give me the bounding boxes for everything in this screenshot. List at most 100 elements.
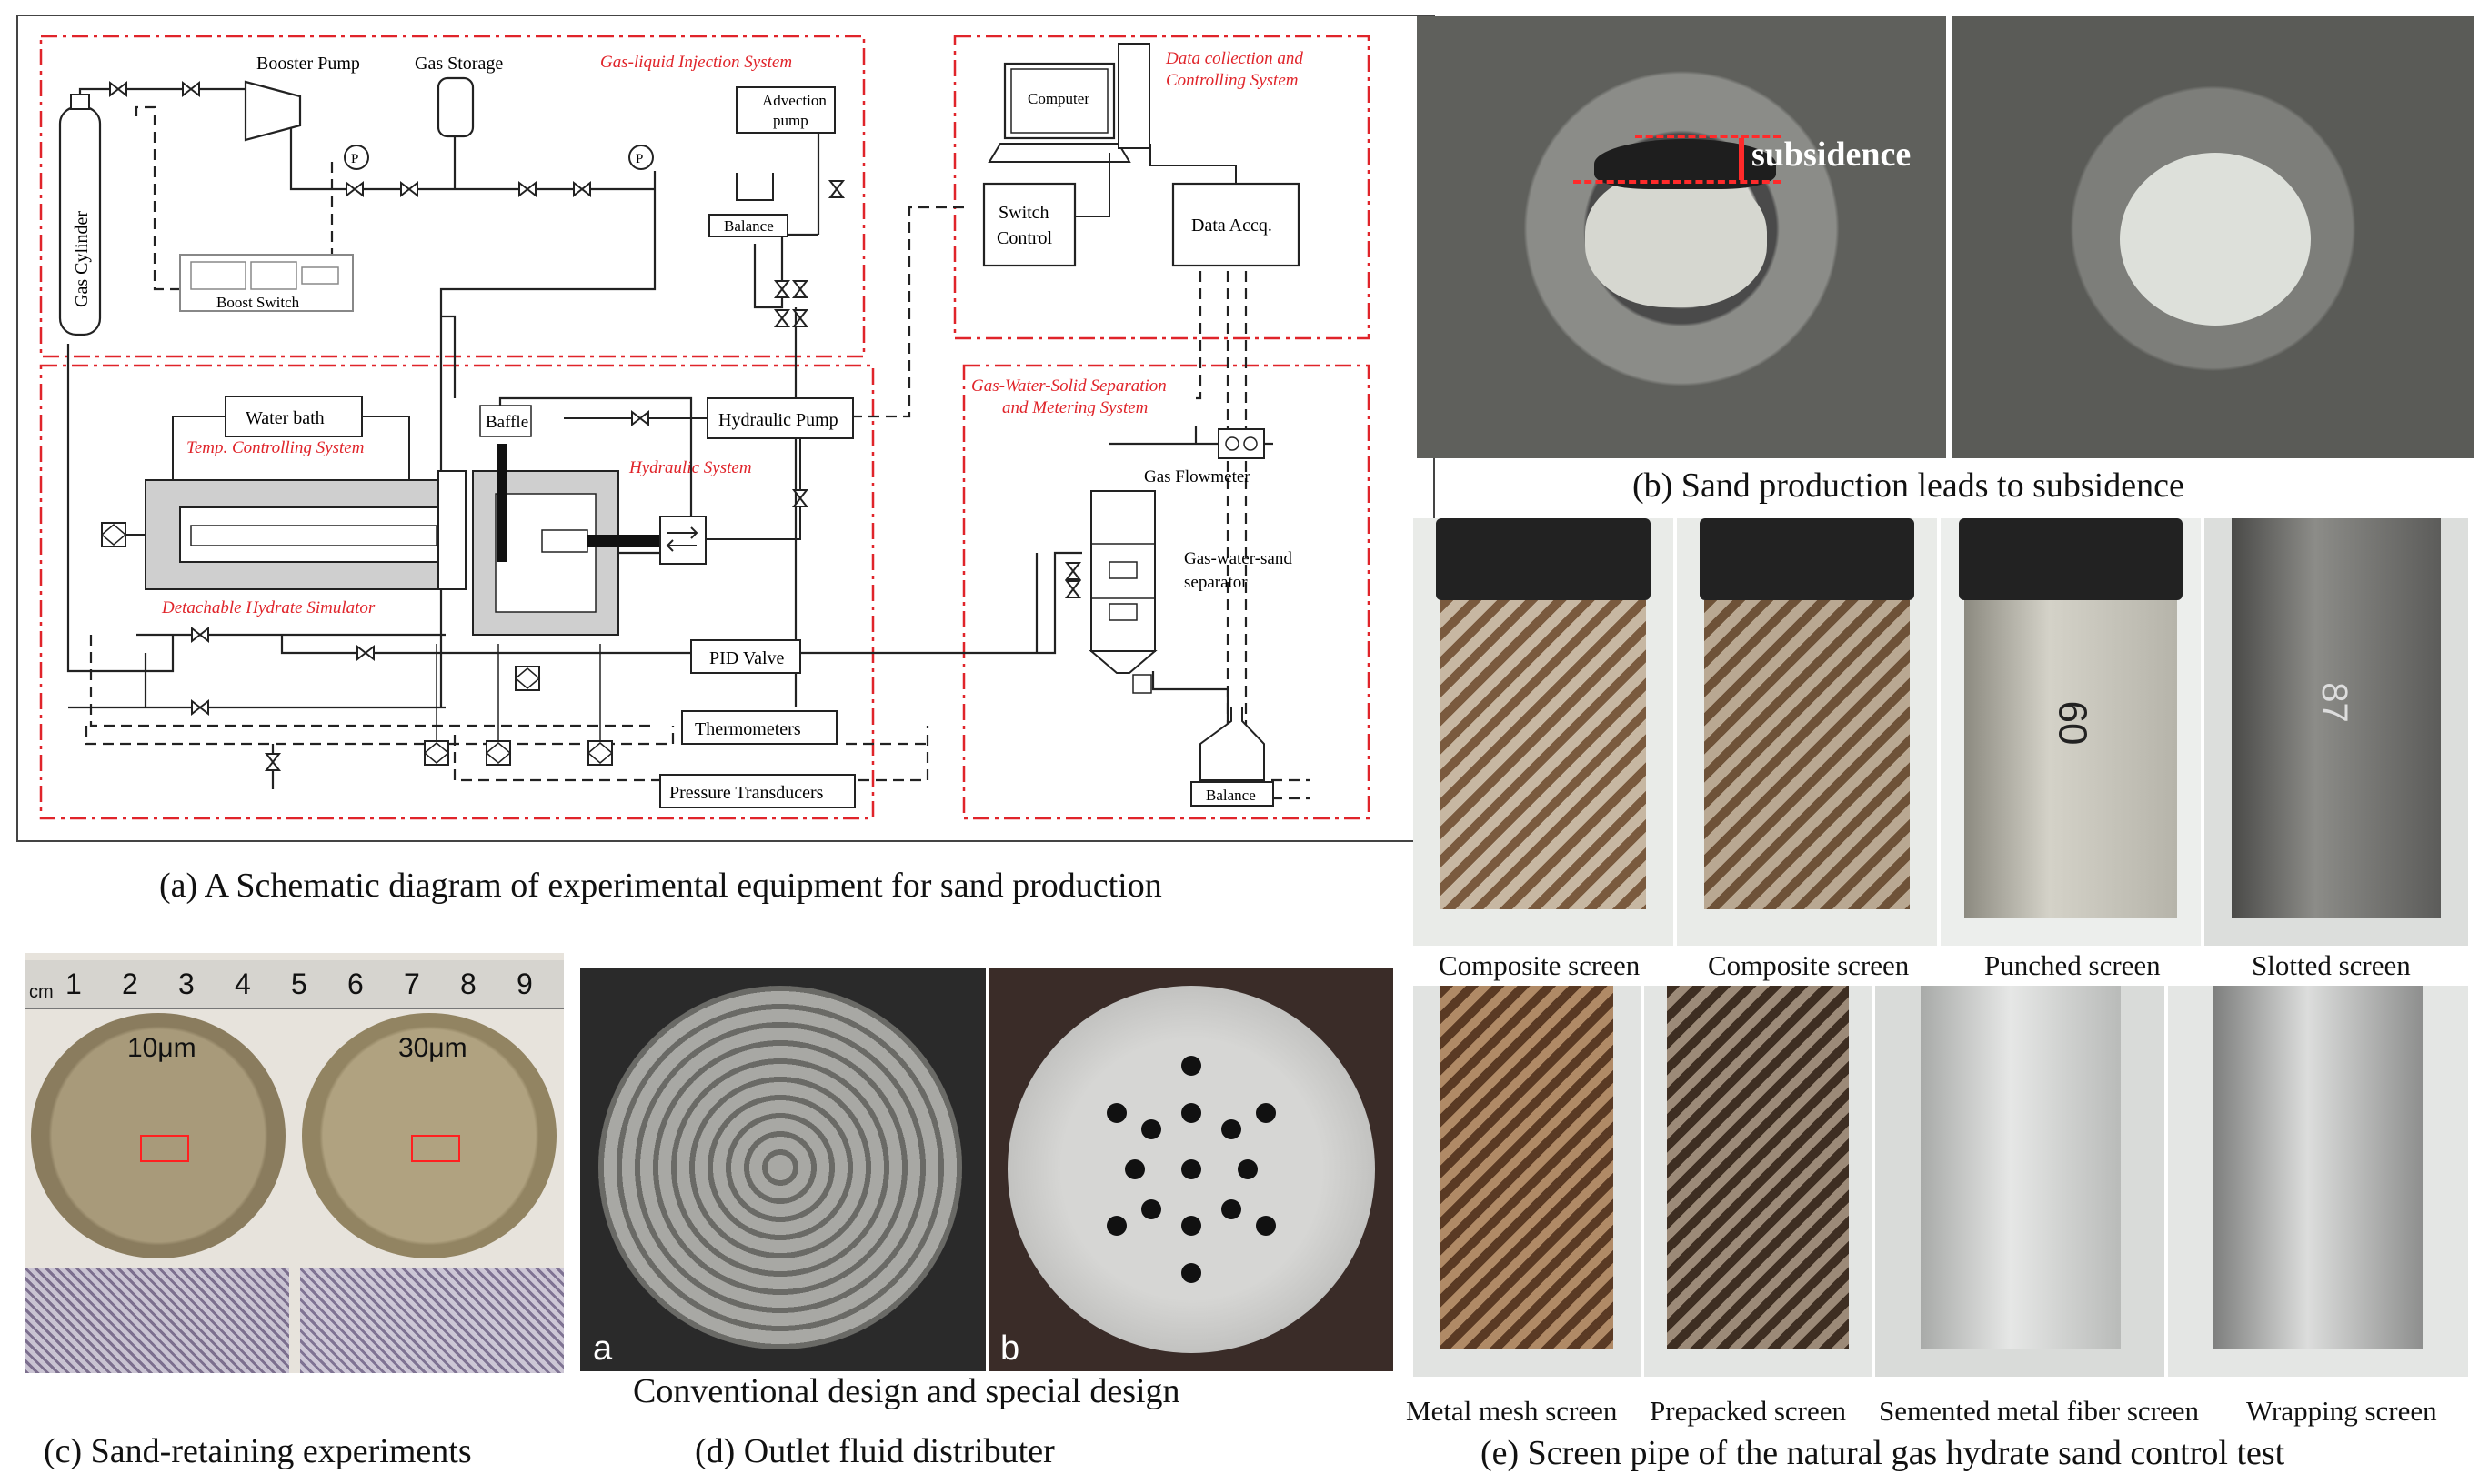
- label-wrapping-screen: Wrapping screen: [2246, 1395, 2437, 1427]
- ruler-tick: 3: [178, 968, 195, 1000]
- balance-2: [1190, 781, 1274, 807]
- panel-b-caption: (b) Sand production leads to subsidence: [1632, 466, 2184, 505]
- separator-label-2: separator: [1184, 573, 1248, 592]
- pipe-semented-fiber: [1875, 986, 2164, 1377]
- advection-pump-label-2: pump: [773, 112, 808, 129]
- subsidence-line-bottom: [1573, 180, 1781, 184]
- gas-storage-label: Gas Storage: [415, 54, 503, 74]
- booster-pump-label: Booster Pump: [256, 54, 360, 74]
- gas-flowmeter-label: Gas Flowmeter: [1144, 467, 1250, 486]
- distributer-conventional: a: [580, 968, 986, 1371]
- advection-pump-label-1: Advection: [762, 92, 827, 109]
- micro-right: [300, 1268, 564, 1373]
- subsidence-line-top: [1635, 135, 1781, 138]
- zoom-box-right: [411, 1135, 460, 1162]
- data-acq-box: [1171, 182, 1300, 267]
- label-semented-fiber-screen: Semented metal fiber screen: [1879, 1395, 2200, 1427]
- baffle-label-box: [479, 405, 532, 437]
- switch-control-box: [982, 182, 1077, 267]
- temp-system-label: Temp. Controlling System: [186, 438, 364, 457]
- sand-retaining-photo: cm 1 2 3 4 5 6 7 8 9 10μm 30μm: [25, 953, 564, 1373]
- pipe-composite-1: [1413, 518, 1673, 946]
- injection-system-label: Gas-liquid Injection System: [600, 53, 792, 72]
- svg-text:P: P: [351, 152, 358, 166]
- label-prepacked-screen: Prepacked screen: [1650, 1395, 1847, 1427]
- gas-storage: [437, 76, 475, 138]
- outlet-holes: [1107, 1056, 1276, 1283]
- pipe-mark-60: 60: [2050, 700, 2095, 746]
- balance-1-label: Balance: [724, 217, 774, 235]
- svg-text:P: P: [636, 152, 643, 166]
- booster-pump: [244, 80, 302, 142]
- gas-cylinder-label: Gas Cylinder: [72, 211, 92, 307]
- ruler: cm 1 2 3 4 5 6 7 8 9: [25, 960, 564, 1009]
- ruler-tick: 4: [235, 968, 251, 1000]
- thermometers-box: [681, 710, 838, 745]
- zoom-box-left: [140, 1135, 189, 1162]
- water-bath-label: Water bath: [246, 408, 325, 428]
- switch-control-label-1: Switch: [999, 203, 1049, 223]
- computer-label: Computer: [1028, 90, 1089, 107]
- label-metal-mesh-screen: Metal mesh screen: [1406, 1395, 1618, 1427]
- label-a: a: [593, 1329, 613, 1368]
- simulator-system-label: Detachable Hydrate Simulator: [161, 598, 376, 617]
- sand-sample-right: [2120, 153, 2311, 326]
- separation-system-border: [962, 364, 1370, 820]
- baffle-label: Baffle: [486, 413, 528, 432]
- ruler-tick: 2: [122, 968, 138, 1000]
- hydraulic-pump-label: Hydraulic Pump: [718, 410, 838, 430]
- pid-valve-box: [690, 639, 801, 674]
- water-bath-box: [225, 396, 363, 437]
- ruler-tick: 7: [404, 968, 420, 1000]
- label-b: b: [1000, 1329, 1020, 1368]
- ruler-tick: 1: [65, 968, 82, 1000]
- subsidence-label: subsidence: [1751, 135, 1912, 174]
- panel-e-caption: (e) Screen pipe of the natural gas hydra…: [1480, 1434, 2285, 1472]
- separation-system-label-1: Gas-Water-Solid Separation: [971, 376, 1167, 396]
- ruler-tick: 8: [460, 968, 477, 1000]
- baffle: [497, 444, 507, 562]
- ruler-tick: 6: [347, 968, 364, 1000]
- pipe-mark-87: 87: [2313, 682, 2354, 723]
- hydraulic-system-label: Hydraulic System: [628, 458, 752, 477]
- boost-switch-label: Boost Switch: [216, 294, 300, 311]
- schematic-diagram: Gas-liquid Injection System Data collect…: [39, 35, 1370, 820]
- sand-sample-left: [1585, 171, 1767, 307]
- data-system-border: [953, 35, 1370, 340]
- data-system-label-1: Data collection and: [1165, 49, 1303, 68]
- label-slotted-screen: Slotted screen: [2252, 949, 2411, 981]
- panel-d-caption: (d) Outlet fluid distributer: [695, 1432, 1055, 1470]
- pid-valve-label: PID Valve: [709, 648, 785, 668]
- label-composite-screen-2: Composite screen: [1708, 949, 1910, 981]
- ruler-tick: 5: [291, 968, 307, 1000]
- panel-a-caption: (a) A Schematic diagram of experimental …: [159, 867, 1162, 905]
- pressure-gauge-2: [628, 145, 654, 170]
- label-composite-screen-1: Composite screen: [1439, 949, 1641, 981]
- pressure-transducers-box: [659, 774, 856, 808]
- pipe-punched: 60: [1941, 518, 2201, 946]
- simulator-system-border: [39, 364, 875, 820]
- thermometers-label: Thermometers: [695, 719, 801, 739]
- subsidence-photo-right: [1952, 16, 2474, 458]
- schematic-frame: Gas-liquid Injection System Data collect…: [16, 15, 1435, 842]
- switch-control-label-2: Control: [997, 228, 1053, 248]
- pipe-composite-2: [1677, 518, 1937, 946]
- pressure-transducers-label: Pressure Transducers: [669, 783, 824, 803]
- balance-2-label: Balance: [1206, 787, 1256, 804]
- panel-d-subtitle: Conventional design and special design: [633, 1372, 1180, 1410]
- pipe-wrapping: [2168, 986, 2468, 1377]
- distributer-special: b: [989, 968, 1393, 1371]
- injection-system-border: [39, 35, 866, 358]
- separator-label-1: Gas-water-sand: [1184, 549, 1292, 568]
- advection-pump: [736, 86, 836, 134]
- subsidence-photo-left: subsidence: [1417, 16, 1946, 458]
- subsidence-arrow: [1739, 138, 1744, 180]
- data-acq-label: Data Accq.: [1191, 216, 1272, 236]
- pipe-metal-mesh: [1413, 986, 1641, 1377]
- micro-left: [25, 1268, 289, 1373]
- disc-label-30um: 30μm: [398, 1033, 467, 1063]
- label-punched-screen: Punched screen: [1984, 949, 2161, 981]
- pipe-prepacked: [1644, 986, 1872, 1377]
- data-system-label-2: Controlling System: [1166, 71, 1299, 90]
- ruler-unit: cm: [29, 982, 54, 1002]
